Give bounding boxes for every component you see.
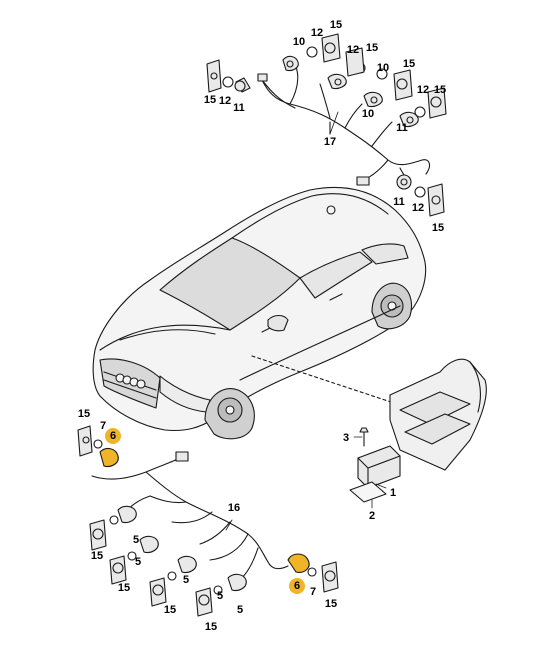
- front-wiring-harness: [91, 451, 289, 581]
- callout-6-highlighted: 6: [289, 578, 305, 594]
- callout-12: 12: [411, 202, 425, 214]
- callout-15: 15: [77, 408, 91, 420]
- control-unit-bracket: [349, 358, 487, 503]
- callout-16: 16: [227, 502, 241, 514]
- callout-17: 17: [323, 136, 337, 148]
- rear-sensor-group: [206, 33, 447, 217]
- callout-leaders: [225, 111, 387, 531]
- front-sensor-group: [77, 425, 339, 617]
- callout-15: 15: [204, 621, 218, 633]
- callout-15: 15: [90, 550, 104, 562]
- callout-15: 15: [365, 42, 379, 54]
- callout-10: 10: [361, 108, 375, 120]
- car-body: [92, 186, 427, 440]
- callout-2: 2: [368, 510, 376, 522]
- callout-5: 5: [132, 534, 140, 546]
- callout-15: 15: [163, 604, 177, 616]
- callout-5: 5: [236, 604, 244, 616]
- callout-15: 15: [203, 94, 217, 106]
- callout-15: 15: [431, 222, 445, 234]
- callout-12: 12: [416, 84, 430, 96]
- callout-15: 15: [117, 582, 131, 594]
- callout-11: 11: [233, 102, 245, 114]
- callout-1: 1: [389, 487, 397, 499]
- callout-7: 7: [99, 420, 107, 432]
- callout-10: 10: [292, 36, 306, 48]
- callout-15: 15: [402, 58, 416, 70]
- callout-12: 12: [218, 95, 232, 107]
- callout-11: 11: [396, 122, 408, 134]
- rear-wiring-harness: [257, 59, 431, 186]
- callout-12: 12: [310, 27, 324, 39]
- callout-10: 10: [376, 62, 390, 74]
- callout-5: 5: [182, 574, 190, 586]
- callout-12: 12: [346, 44, 360, 56]
- callout-7: 7: [309, 586, 317, 598]
- callout-3: 3: [342, 432, 350, 444]
- callout-5: 5: [134, 556, 142, 568]
- callout-6-highlighted: 6: [105, 428, 121, 444]
- callout-15: 15: [433, 84, 447, 96]
- callout-5: 5: [216, 590, 224, 602]
- callout-11: 11: [393, 196, 405, 208]
- callout-15: 15: [324, 598, 338, 610]
- callout-15: 15: [329, 19, 343, 31]
